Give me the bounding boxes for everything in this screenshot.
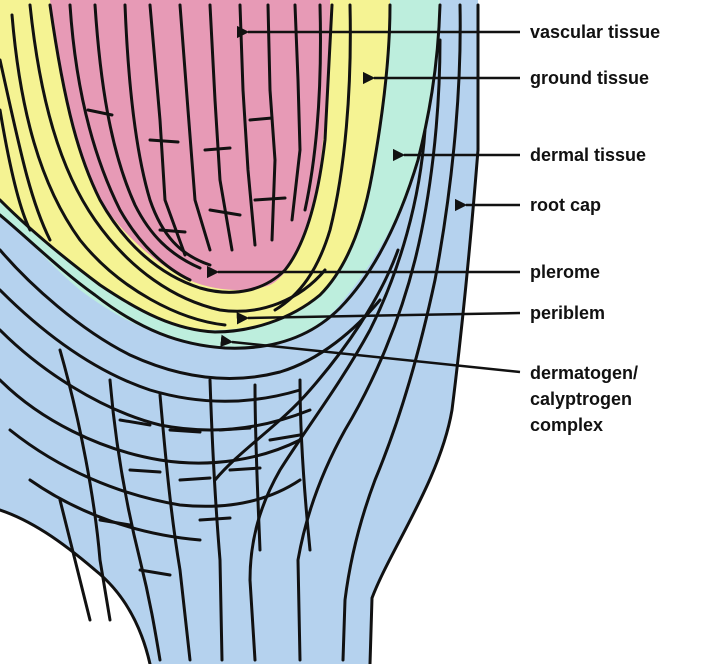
label-complex: complex — [530, 414, 603, 436]
label-plerome: plerome — [530, 261, 600, 283]
label-ground-tissue: ground tissue — [530, 67, 649, 89]
label-vascular-tissue: vascular tissue — [530, 21, 660, 43]
label-periblem: periblem — [530, 302, 605, 324]
label-dermatogen: dermatogen/ — [530, 362, 638, 384]
label-calyptrogen: calyptrogen — [530, 388, 632, 410]
label-root-cap: root cap — [530, 194, 601, 216]
label-dermal-tissue: dermal tissue — [530, 144, 646, 166]
